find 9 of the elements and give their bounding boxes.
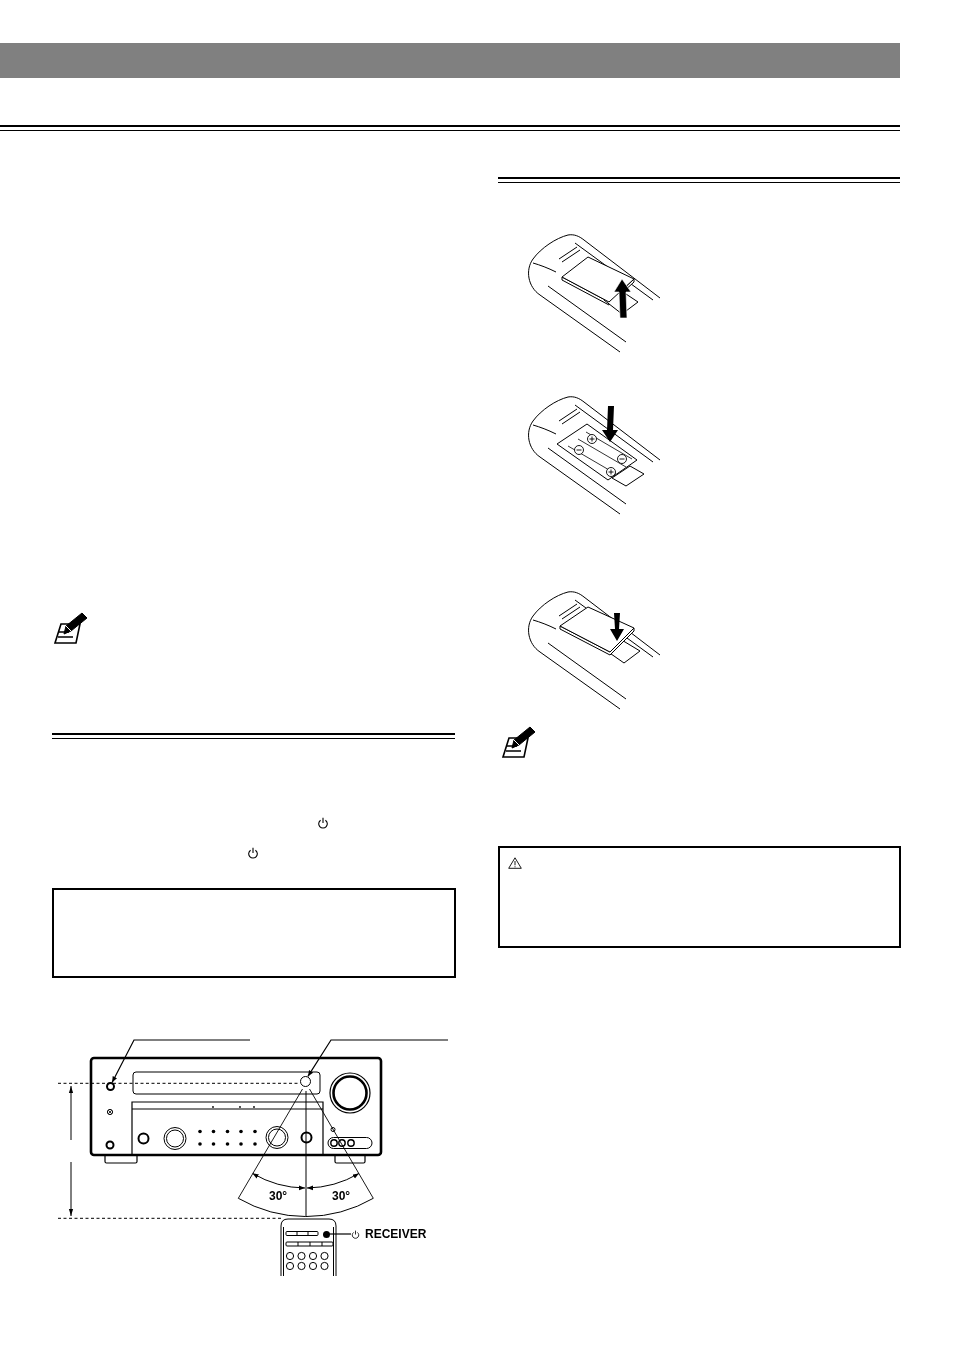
remote-button	[322, 1230, 330, 1238]
button-label: RECEIVER	[365, 1228, 427, 1240]
angle-label: 30°	[332, 1190, 351, 1202]
standby-indicator	[105, 1082, 115, 1091]
leader-line	[111, 1039, 251, 1084]
remote-sensor-window	[299, 1075, 311, 1087]
leader-line	[328, 1233, 352, 1235]
leader-line	[307, 1039, 449, 1077]
angle-label: 30°	[269, 1190, 288, 1202]
